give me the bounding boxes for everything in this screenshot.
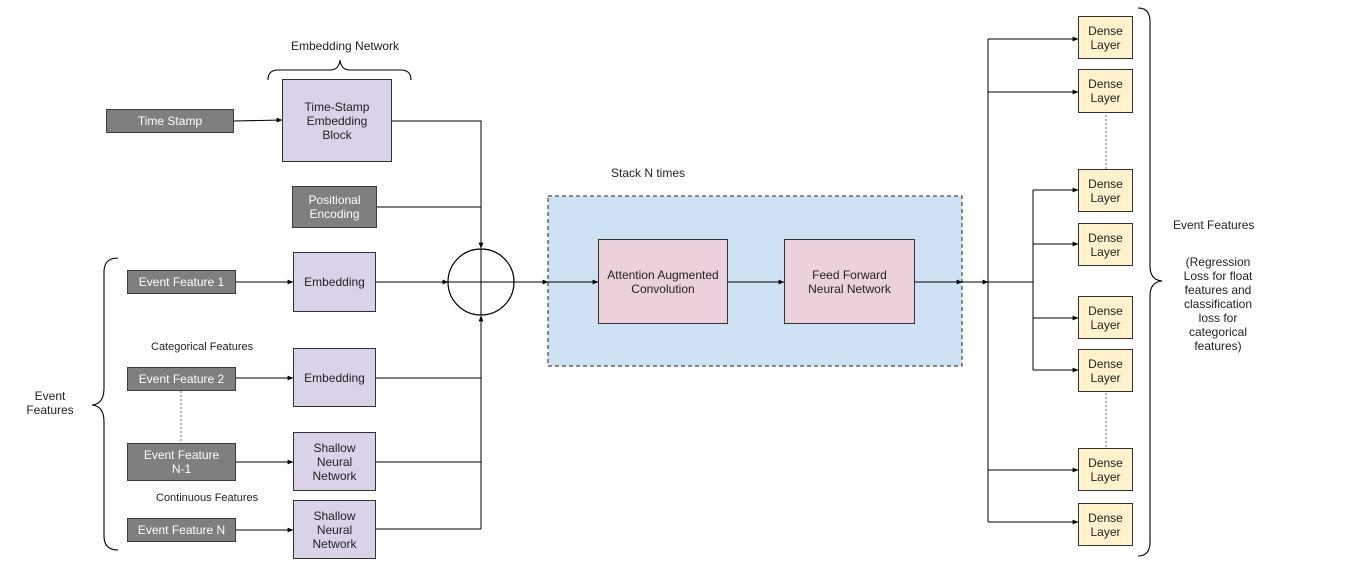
embedding-network-label: Embedding Network [291,39,400,53]
connector [233,117,283,123]
event-feature-n-minus-1-input: Event Feature N-1 [127,443,236,481]
continuous-features-label: Continuous Features [156,492,259,504]
top-brace [267,59,412,81]
attention-augmented-convolution: Attention Augmented Convolution [598,239,728,324]
positional-encoding-input: Positional Encoding [292,186,377,228]
event-feature-1-input: Event Feature 1 [127,270,236,294]
categorical-features-label: Categorical Features [151,341,254,353]
dense-layer: Dense Layer [1078,69,1133,113]
feed-forward-neural-network: Feed Forward Neural Network [784,239,915,324]
dense-layer: Dense Layer [1078,503,1133,546]
shallow-neural-network-2: Shallow Neural Network [293,500,376,559]
dense-layer: Dense Layer [1078,448,1133,491]
event-feature-n-input: Event Feature N [127,518,236,542]
sum-operator-icon [447,248,515,316]
left-brace [91,257,119,551]
time-stamp-embedding-block: Time-Stamp Embedding Block [282,79,392,162]
dense-layer: Dense Layer [1078,223,1133,266]
embedding-block-1: Embedding [293,252,376,312]
embedding-block-2: Embedding [293,348,376,407]
time-stamp-input: Time Stamp [106,109,234,133]
event-features-left-label: Event Features [26,389,74,417]
dense-layer: Dense Layer [1078,349,1133,392]
dense-layer: Dense Layer [1078,16,1133,59]
dense-layer: Dense Layer [1078,296,1133,339]
stack-n-times-label: Stack N times [611,166,686,180]
event-features-right-note: (Regression Loss for float features and … [1183,255,1253,353]
connector [392,120,484,249]
dense-layer: Dense Layer [1078,169,1133,212]
event-feature-2-input: Event Feature 2 [127,367,236,391]
event-features-right-title: Event Features [1173,218,1255,232]
shallow-neural-network-1: Shallow Neural Network [293,432,376,491]
right-brace [1137,7,1163,557]
